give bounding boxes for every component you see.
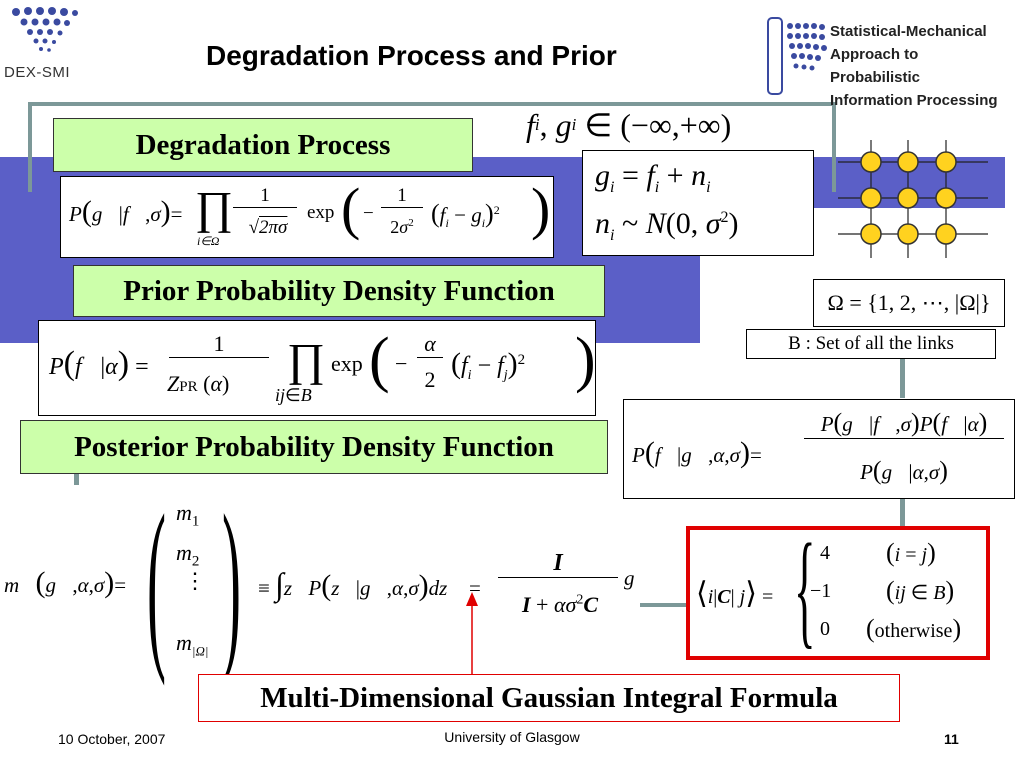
posterior-mean-equation: m⃗(g⃗,α,σ)= ( m1 m2 ⋮ m|Ω| ) ≡ ∫z⃗P(z⃗|g…: [4, 477, 651, 687]
matrix-c-definition: ⟨i|C| j⟩ = { 4 (i = j) −1 (ij ∈ B) 0 (ot…: [686, 524, 990, 660]
decorative-frame: [28, 102, 836, 192]
logo-line-2: Approach to Probabilistic: [830, 46, 921, 86]
degradation-process-label: Degradation Process: [53, 118, 473, 172]
prior-equation: P(f⃗|α) = 1 ZPR (α) ∏ ij∈B exp ( − α 2 (…: [38, 320, 596, 416]
logo-line-3: Information Processing: [830, 92, 998, 109]
page-title: Degradation Process and Prior: [206, 40, 617, 71]
gaussian-integral-label: Multi-Dimensional Gaussian Integral Form…: [198, 674, 900, 722]
posterior-equation: P(f⃗|g⃗,α,σ)= P(g⃗|f⃗,σ)P(f⃗|α) P(g⃗|α,σ…: [623, 399, 1015, 499]
prior-label: Prior Probability Density Function: [73, 265, 605, 317]
decorative-line: [900, 498, 905, 526]
lattice-graph: [838, 140, 988, 258]
footer-date: 10 October, 2007: [58, 731, 166, 747]
noise-model-box: gi = fi + ni ni ~ N(0, σ2): [582, 150, 814, 256]
dex-smi-logo: DEX-SMI: [4, 4, 84, 84]
omega-definition: Ω = {1, 2, ⋯, |Ω|}: [813, 279, 1005, 327]
likelihood-equation: P(g⃗|f⃗,σ)= ∏ i∈Ω 1 √2πσ exp ( − 1 2σ2 (…: [60, 176, 554, 258]
posterior-label: Posterior Probability Density Function: [20, 420, 608, 474]
footer-institution: University of Glasgow: [444, 729, 580, 745]
logo-line-1: Statistical-Mechanical: [830, 23, 987, 40]
decorative-line: [640, 603, 688, 607]
page-number: 11: [944, 731, 959, 747]
links-definition: B : Set of all the links: [746, 329, 996, 359]
decorative-line: [900, 343, 905, 398]
sma4pip-logo: Statistical-Mechanical Approach to Proba…: [766, 14, 1011, 109]
logo-text: DEX-SMI: [4, 64, 71, 81]
arrow-icon: [466, 592, 478, 688]
